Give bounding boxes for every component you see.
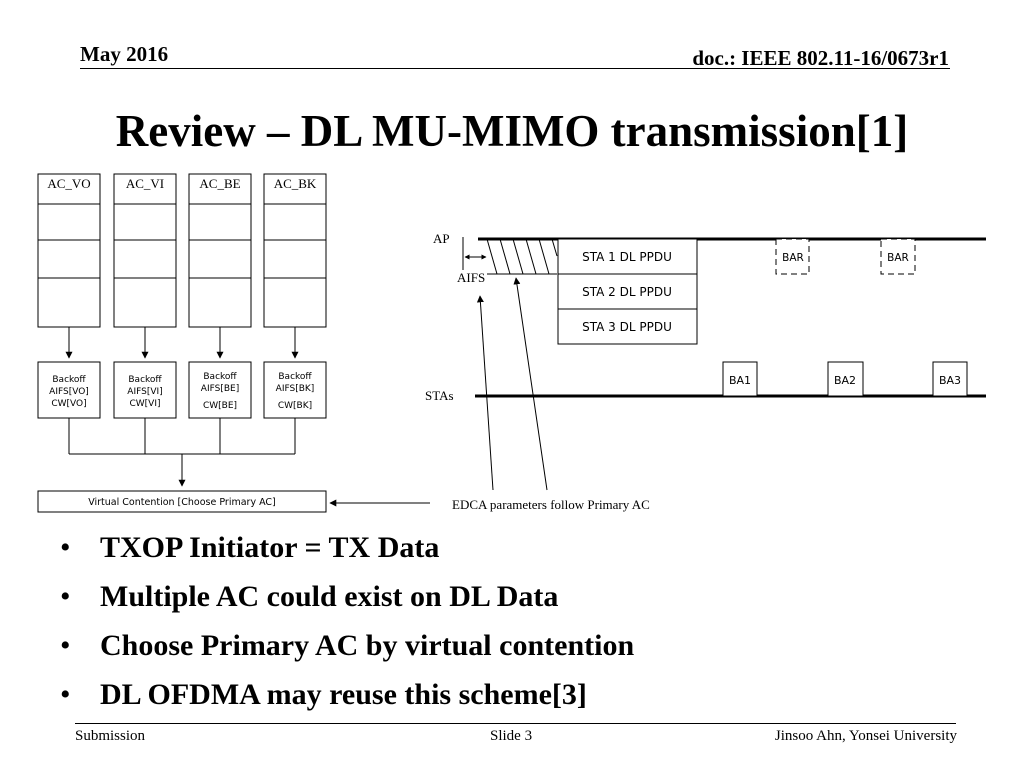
queue-ac-vo: AC_VO Backoff AIFS[VO] CW[VO]	[37, 173, 101, 419]
slide-title: Review – DL MU-MIMO transmission[1]	[115, 106, 909, 156]
virtual-contention-label: Virtual Contention [Choose Primary AC]	[88, 497, 276, 508]
ap-label: AP	[433, 231, 450, 246]
footer-divider	[75, 723, 956, 724]
ba-label: BA3	[939, 374, 961, 387]
queue-ac-bk: AC_BK Backoff AIFS[BK] CW[BK]	[263, 173, 327, 419]
bar-label: BAR	[887, 252, 909, 264]
backoff-label: Backoff	[278, 372, 312, 382]
bullet-text: TXOP Initiator = TX Data	[100, 531, 440, 564]
ba-label: BA1	[729, 374, 751, 387]
ppdu-sta2: STA 2 DL PPDU	[582, 285, 672, 299]
footer-slide-number: Slide 3	[490, 728, 533, 744]
bar-frame: BAR	[775, 238, 810, 275]
bullet-text: Multiple AC could exist on DL Data	[100, 580, 559, 613]
header-date: May 2016	[80, 42, 169, 66]
backoff-slots	[486, 238, 558, 275]
stas-label: STAs	[425, 388, 454, 403]
cw-param: CW[BK]	[278, 401, 312, 411]
queue-ac-vi: AC_VI Backoff AIFS[VI] CW[VI]	[113, 173, 177, 419]
backoff-label: Backoff	[52, 375, 86, 385]
edca-to-aifs-arrow	[476, 295, 494, 491]
queue-ac-be: AC_BE Backoff AIFS[BE] CW[BE]	[188, 173, 252, 419]
bar-label: BAR	[782, 252, 804, 264]
virtual-contention-box: Virtual Contention [Choose Primary AC]	[37, 490, 327, 513]
backoff-label: Backoff	[203, 372, 237, 382]
queue-label: AC_BK	[274, 176, 317, 191]
cw-param: CW[VO]	[51, 399, 86, 409]
queue-label: AC_VI	[126, 176, 164, 191]
edca-diagram: AC_VO Backoff AIFS[VO] CW[VO] AC_VI Back…	[37, 173, 986, 513]
edca-to-backoff-arrow	[513, 277, 548, 491]
bullet-text: Choose Primary AC by virtual contention	[100, 629, 635, 662]
bullet-item: • DL OFDMA may reuse this scheme[3]	[60, 675, 634, 724]
ba-label: BA2	[834, 374, 856, 387]
queue-label: AC_VO	[47, 176, 90, 191]
ba-frame: BA1	[722, 361, 758, 397]
aifs-param: AIFS[BE]	[201, 384, 239, 394]
queue-label: AC_BE	[199, 176, 240, 191]
header-doc-id: doc.: IEEE 802.11-16/0673r1	[692, 46, 949, 70]
bar-frame: BAR	[880, 238, 916, 275]
cw-param: CW[VI]	[129, 399, 160, 409]
bullet-item: • Multiple AC could exist on DL Data	[60, 577, 634, 626]
bullet-item: • Choose Primary AC by virtual contention	[60, 626, 634, 675]
bullet-text: DL OFDMA may reuse this scheme[3]	[100, 678, 587, 711]
footer-submission: Submission	[75, 728, 146, 744]
ppdu-stack: STA 1 DL PPDU STA 2 DL PPDU STA 3 DL PPD…	[557, 238, 698, 345]
edca-note: EDCA parameters follow Primary AC	[452, 497, 650, 512]
aifs-param: AIFS[VI]	[127, 387, 162, 397]
header-divider	[80, 68, 950, 69]
ppdu-sta1: STA 1 DL PPDU	[582, 250, 672, 264]
bullet-marker: •	[60, 678, 71, 711]
footer-author: Jinsoo Ahn, Yonsei University	[774, 728, 957, 744]
bullet-list: • TXOP Initiator = TX Data • Multiple AC c…	[60, 528, 634, 724]
aifs-param: AIFS[BK]	[276, 384, 315, 394]
bullet-marker: •	[60, 580, 71, 613]
bullet-marker: •	[60, 629, 71, 662]
aifs-param: AIFS[VO]	[49, 387, 89, 397]
bullet-marker: •	[60, 531, 71, 564]
aifs-label: AIFS	[457, 270, 485, 285]
backoff-label: Backoff	[128, 375, 162, 385]
merge-connector	[68, 418, 296, 487]
cw-param: CW[BE]	[203, 401, 237, 411]
bullet-item: • TXOP Initiator = TX Data	[60, 528, 634, 577]
ppdu-sta3: STA 3 DL PPDU	[582, 320, 672, 334]
ba-frame: BA2	[827, 361, 864, 397]
ba-frame: BA3	[932, 361, 968, 397]
